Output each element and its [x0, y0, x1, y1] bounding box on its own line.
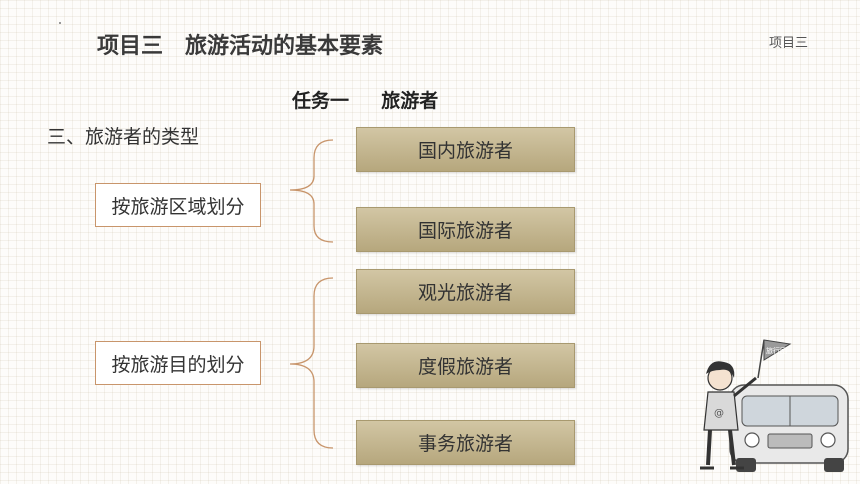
section-heading: 三、旅游者的类型 [47, 126, 200, 148]
type-business-tourist: 事务旅游者 [356, 420, 575, 465]
type-vacation-tourist: 度假旅游者 [356, 343, 575, 388]
svg-text:@: @ [714, 408, 724, 419]
corner-label: 项目三 [768, 36, 808, 51]
category-purpose: 按旅游目的划分 [95, 341, 261, 385]
tour-guide-bus-illustration: 旅行团 @ [700, 339, 849, 472]
type-sightseeing-tourist: 观光旅游者 [356, 269, 575, 314]
type-international-tourist: 国际旅游者 [356, 207, 575, 252]
page-title: 项目三 旅游活动的基本要素 [97, 34, 384, 59]
decor-dot [59, 22, 61, 24]
flag-label: 旅行团 [766, 346, 787, 355]
category-region: 按旅游区域划分 [95, 183, 261, 227]
brace-purpose [289, 277, 334, 449]
type-domestic-tourist: 国内旅游者 [356, 127, 575, 172]
task-subtitle: 任务一 旅游者 [292, 90, 439, 112]
brace-region [289, 139, 334, 243]
